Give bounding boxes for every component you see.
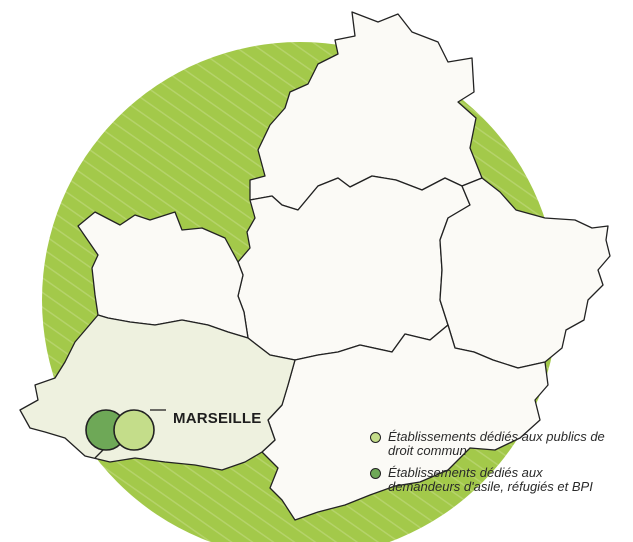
marseille-label: MARSEILLE bbox=[173, 410, 262, 427]
legend: Établissements dédiés aux publics de dro… bbox=[370, 430, 630, 502]
legend-label: Établissements dédiés aux publics de dro… bbox=[388, 429, 605, 458]
legend-dot-droit-commun-icon bbox=[370, 432, 381, 443]
legend-dot-asile-icon bbox=[370, 468, 381, 479]
marker-droit-commun bbox=[113, 409, 155, 451]
department-var bbox=[261, 324, 549, 521]
legend-item-droit-commun: Établissements dédiés aux publics de dro… bbox=[370, 430, 630, 458]
legend-item-asile: Établissements dédiés aux demandeurs d'a… bbox=[370, 466, 630, 494]
legend-label: Établissements dédiés aux demandeurs d'a… bbox=[388, 465, 593, 494]
department-alpes-de-haute-provence bbox=[237, 175, 471, 361]
department-alpes-maritimes bbox=[439, 177, 611, 369]
